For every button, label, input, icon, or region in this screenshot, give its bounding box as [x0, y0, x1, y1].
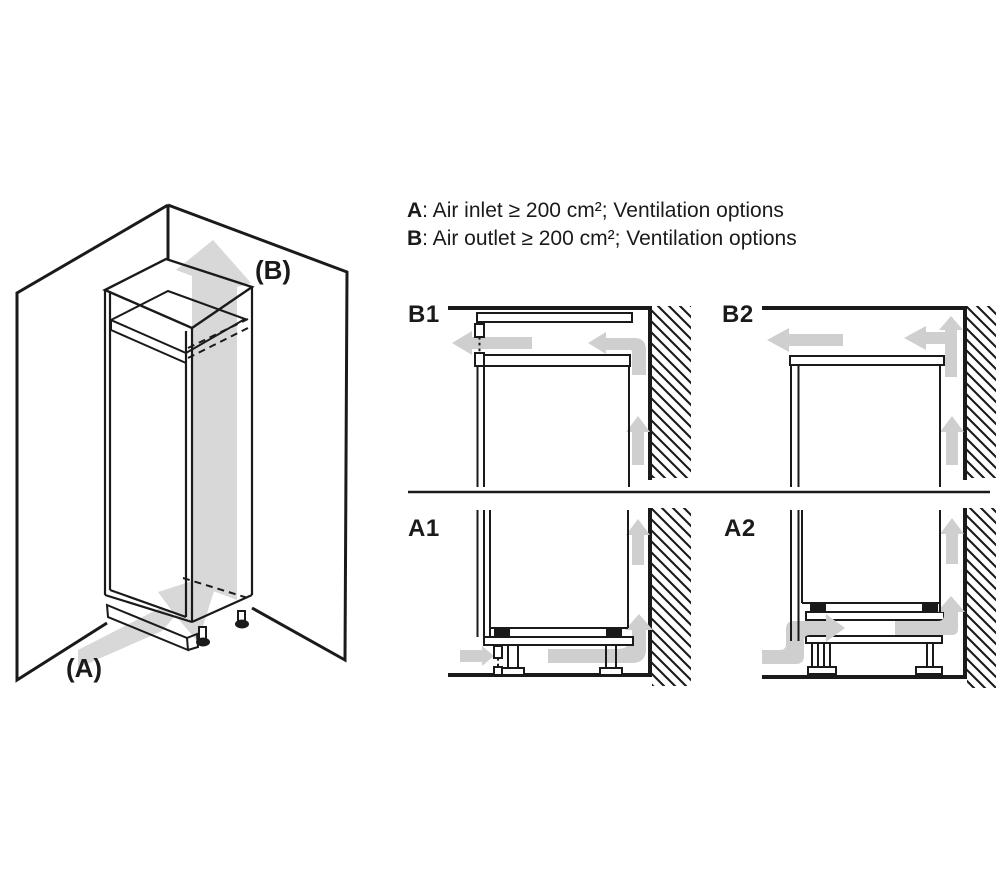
- cabinet-front-lines: [476, 366, 485, 487]
- leg-base-plate: [599, 667, 623, 676]
- panel-B2-diagram: [762, 306, 996, 487]
- wall-hatch: [967, 306, 996, 478]
- airflow-arrow-icon: [452, 331, 650, 465]
- room-corner-walls: [15, 203, 349, 683]
- wall-hatch: [967, 508, 996, 688]
- base-panel-bar: [483, 636, 634, 646]
- appliance-side-lines: [801, 510, 941, 612]
- appliance-foot-icon: [494, 629, 510, 636]
- airflow-arrow-icon: [762, 518, 965, 664]
- plinth-top-bar: [805, 635, 943, 644]
- appliance-foot-icon: [606, 629, 622, 636]
- legend-key-b: B: [407, 226, 423, 250]
- shelf-bar: [483, 354, 631, 367]
- niche-bottom-edges: [104, 588, 253, 624]
- shelf-front-edge: [110, 320, 187, 365]
- wall-hatch: [652, 508, 691, 686]
- airflow-arrow-icon: [460, 519, 653, 666]
- overview-label-inlet: (A): [66, 653, 103, 683]
- shelf-front-face: [111, 320, 186, 363]
- leg-base-plate: [501, 667, 525, 676]
- vent-trim-block: [474, 352, 485, 367]
- overview-label-outlet: (B): [255, 255, 292, 285]
- shelf-outline: [108, 289, 248, 355]
- vent-trim-block: [493, 666, 503, 676]
- airflow-arrow-icon: [767, 316, 964, 465]
- niche-vertical-edges: [103, 287, 254, 622]
- top-panel-bar: [789, 355, 945, 366]
- wall-hatch: [652, 306, 691, 478]
- panel-label-a2: A2: [724, 515, 756, 542]
- airflow-band-outlet-icon: [176, 240, 251, 600]
- top-panel-bar: [476, 312, 633, 323]
- overview-isometric-drawing: [15, 203, 349, 683]
- plinth-legs: [507, 645, 617, 668]
- panel-label-b1: B1: [408, 301, 440, 328]
- legend-line-b: B: Air outlet ≥ 200 cm²; Ventilation opt…: [407, 225, 797, 253]
- legend-line-a: A: Air inlet ≥ 200 cm²; Ventilation opti…: [407, 197, 797, 225]
- leg-base-plate: [807, 666, 837, 675]
- panel-A2-diagram: [762, 508, 996, 688]
- panel-B1-diagram: [448, 306, 691, 487]
- legend: A: Air inlet ≥ 200 cm²; Ventilation opti…: [407, 197, 797, 252]
- appliance-foot-icon: [810, 604, 826, 612]
- plinth-legs: [811, 643, 934, 667]
- cabinet-front-lines: [790, 510, 800, 641]
- leg-base-plate: [915, 666, 943, 675]
- vent-trim-block: [474, 323, 485, 338]
- panel-label-b2: B2: [722, 301, 754, 328]
- panel-A1-diagram: [448, 508, 691, 686]
- vent-trim-block: [493, 645, 503, 659]
- legend-text-b: : Air outlet ≥ 200 cm²; Ventilation opti…: [422, 226, 797, 250]
- legend-text-a: : Air inlet ≥ 200 cm²; Ventilation optio…: [422, 199, 784, 222]
- legend-key-a: A: [407, 199, 423, 222]
- appliance-foot-icon: [922, 604, 938, 612]
- cabinet-front-lines: [476, 510, 491, 638]
- cabinet-front-lines: [790, 365, 800, 487]
- appliance-foot-icon: [196, 610, 249, 647]
- panel-label-a1: A1: [408, 515, 440, 542]
